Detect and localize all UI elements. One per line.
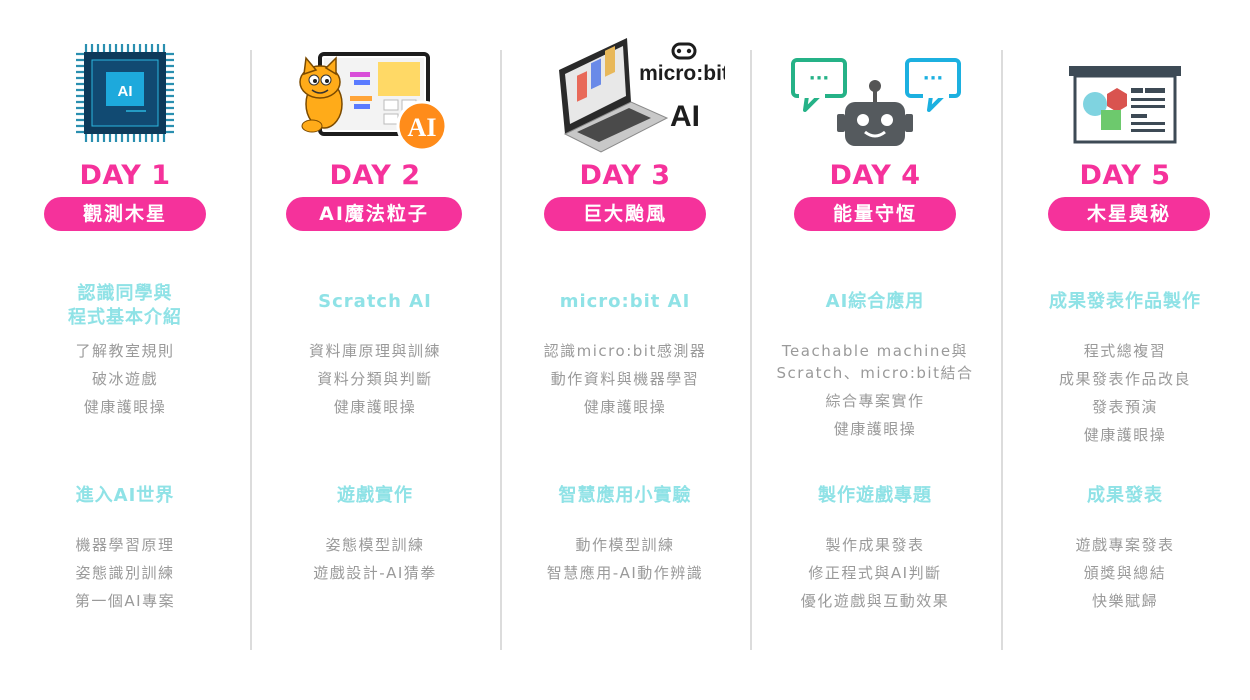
ai-logo-text: AI <box>670 100 700 133</box>
scratch-cat-icon: AI <box>299 52 448 152</box>
day-theme-pill: 巨大颱風 <box>544 197 706 231</box>
list-item: Teachable machine與 <box>781 342 969 360</box>
session-1-title: 成果發表作品製作 <box>1000 290 1250 314</box>
list-item: 資料分類與判斷 <box>317 370 433 388</box>
day-2-column: AI DAY 2 AI魔法粒子 Scratch AI 資料庫原理與訓練 資料分類… <box>250 0 500 700</box>
list-item: 第一個AI專案 <box>74 592 176 610</box>
session-1-title-line: 認識同學與 <box>77 283 173 304</box>
ai-chip-illustration: AI <box>0 30 250 155</box>
session-1-items: 資料庫原理與訓練 資料分類與判斷 健康護眼操 <box>250 337 500 421</box>
list-item: 健康護眼操 <box>833 420 917 438</box>
list-item: 遊戲設計-AI猜拳 <box>313 564 437 582</box>
day-label: DAY 1 <box>79 160 171 191</box>
day-5-column: DAY 5 木星奧秘 成果發表作品製作 程式總複習 成果發表作品改良 發表預演 … <box>1000 0 1250 700</box>
session-2-title: 智慧應用小實驗 <box>558 485 692 506</box>
list-item: 資料庫原理與訓練 <box>308 342 441 360</box>
day-label: DAY 5 <box>1079 160 1171 191</box>
list-item: 發表預演 <box>1091 398 1158 416</box>
session-1-title-line: 程式基本介紹 <box>68 307 182 328</box>
presentation-board-icon <box>1069 66 1181 144</box>
ai-chip-label: AI <box>118 83 133 100</box>
day-label: DAY 3 <box>579 160 671 191</box>
list-item: 健康護眼操 <box>1083 426 1167 444</box>
list-item: 認識micro:bit感測器 <box>543 342 707 360</box>
column-divider <box>500 50 502 650</box>
day-3-column: micro:bit AI DAY 3 巨大颱風 micro:bit AI 認識m… <box>500 0 750 700</box>
session-1-items: 了解教室規則 破冰遊戲 健康護眼操 <box>0 337 250 421</box>
ai-badge-label: AI <box>408 113 437 142</box>
day-label: DAY 2 <box>329 160 421 191</box>
chat-bubble-icon: ··· <box>809 68 830 89</box>
list-item: 破冰遊戲 <box>91 370 158 388</box>
day-theme-pill: 觀測木星 <box>44 197 206 231</box>
column-divider <box>250 50 252 650</box>
list-item: 姿態識別訓練 <box>75 564 175 582</box>
session-2-items: 遊戲專案發表 頒獎與總結 快樂賦歸 <box>1000 531 1250 615</box>
session-1-title: Scratch AI <box>250 290 500 314</box>
list-item: 快樂賦歸 <box>1091 592 1158 610</box>
session-2-title: 製作遊戲專題 <box>818 485 932 506</box>
column-divider <box>750 50 752 650</box>
list-item: 成果發表作品改良 <box>1058 370 1191 388</box>
list-item: 遊戲專案發表 <box>1075 536 1175 554</box>
session-2-items: 製作成果發表 修正程式與AI判斷 優化遊戲與互動效果 <box>750 531 1000 615</box>
presentation-board-illustration <box>1000 30 1250 155</box>
list-item: 姿態模型訓練 <box>325 536 425 554</box>
list-item: 了解教室規則 <box>75 342 175 360</box>
chat-bubble-icon: ··· <box>923 68 944 89</box>
list-item: 優化遊戲與互動效果 <box>800 592 950 610</box>
list-item: 動作模型訓練 <box>575 536 675 554</box>
session-2-title: 成果發表 <box>1087 485 1163 506</box>
list-item: 機器學習原理 <box>75 536 175 554</box>
session-1-title-line: Scratch AI <box>318 291 432 312</box>
list-item: 健康護眼操 <box>333 398 417 416</box>
session-1-title-line: AI綜合應用 <box>825 291 925 312</box>
microbit-illustration: micro:bit AI <box>500 30 750 155</box>
session-1-title-line: 成果發表作品製作 <box>1049 291 1201 312</box>
session-1-title: AI綜合應用 <box>750 290 1000 314</box>
list-item: 健康護眼操 <box>583 398 667 416</box>
session-2-title: 進入AI世界 <box>75 485 175 506</box>
session-2-items: 動作模型訓練 智慧應用-AI動作辨識 <box>500 531 750 587</box>
session-1-title: micro:bit AI <box>500 290 750 314</box>
session-2-items: 姿態模型訓練 遊戲設計-AI猜拳 <box>250 531 500 587</box>
session-1-items: 程式總複習 成果發表作品改良 發表預演 健康護眼操 <box>1000 337 1250 449</box>
list-item: Scratch、micro:bit結合 <box>776 364 974 382</box>
list-item: 健康護眼操 <box>83 398 167 416</box>
column-divider <box>1001 50 1003 650</box>
list-item: 程式總複習 <box>1083 342 1167 360</box>
list-item: 動作資料與機器學習 <box>550 370 700 388</box>
day-1-column: AI DAY 1 觀測木星 認識同學與 程式基本介紹 了解教室規則 破冰遊戲 健… <box>0 0 250 700</box>
robot-icon: ··· ··· <box>791 58 961 146</box>
list-item: 製作成果發表 <box>825 536 925 554</box>
list-item: 智慧應用-AI動作辨識 <box>546 564 704 582</box>
list-item: 修正程式與AI判斷 <box>808 564 942 582</box>
session-2-items: 機器學習原理 姿態識別訓練 第一個AI專案 <box>0 531 250 615</box>
list-item: 綜合專案實作 <box>825 392 925 410</box>
day-4-column: ··· ··· DAY 4 能量守恆 AI綜合應用 Teachable mach… <box>750 0 1000 700</box>
day-theme-pill: 木星奧秘 <box>1048 197 1210 231</box>
session-1-title: 認識同學與 程式基本介紹 <box>0 282 250 330</box>
ai-chip-icon: AI <box>76 44 174 142</box>
session-1-title-line: micro:bit AI <box>559 291 691 312</box>
session-1-items: 認識micro:bit感測器 動作資料與機器學習 健康護眼操 <box>500 337 750 421</box>
session-2-title: 遊戲實作 <box>337 485 413 506</box>
laptop-icon: micro:bit AI <box>559 38 725 153</box>
microbit-logo-text: micro:bit <box>639 62 725 85</box>
day-theme-pill: 能量守恆 <box>794 197 956 231</box>
robot-chat-illustration: ··· ··· <box>750 30 1000 155</box>
list-item: 頒獎與總結 <box>1083 564 1167 582</box>
scratch-ai-illustration: AI <box>250 30 500 155</box>
session-1-items: Teachable machine與 Scratch、micro:bit結合 綜… <box>750 340 1000 446</box>
day-theme-pill: AI魔法粒子 <box>286 197 462 231</box>
day-label: DAY 4 <box>829 160 921 191</box>
